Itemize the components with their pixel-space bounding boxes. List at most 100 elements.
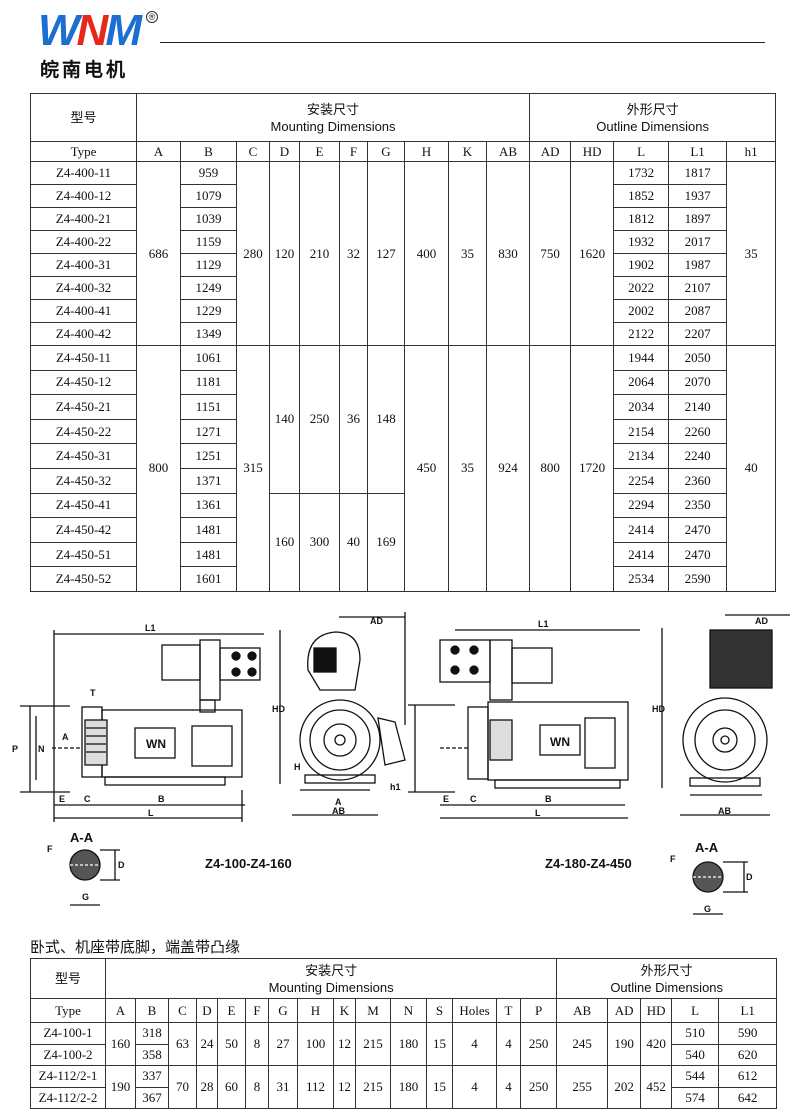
dim-label-f-large: F [670, 854, 676, 864]
cell-l: 540 [671, 1043, 720, 1066]
cell-l: 1902 [613, 253, 670, 277]
cell-type: Z4-400-11 [30, 161, 137, 185]
cell-l: 2294 [613, 492, 670, 519]
cell-d: 160 [269, 492, 300, 592]
cell-a: 190 [105, 1065, 136, 1109]
cell-c: 315 [236, 345, 270, 592]
cell-l1: 2470 [668, 541, 728, 568]
column-header-a: A [105, 998, 136, 1023]
dim-label-g-large: G [704, 904, 711, 914]
cell-h: 400 [404, 161, 449, 346]
cell-p: 250 [519, 1022, 558, 1066]
cell-l: 1732 [613, 161, 670, 185]
column-header-n: N [390, 998, 427, 1023]
cell-b: 959 [180, 161, 237, 185]
dim-label-h1: h1 [390, 782, 401, 792]
cell-type: Z4-450-41 [30, 492, 137, 519]
dim-label-hd-large: HD [652, 704, 665, 714]
dim-label-f: F [47, 844, 53, 854]
cell-l1: 2360 [668, 467, 728, 494]
cell-g: 169 [367, 492, 405, 592]
cell-n: 180 [390, 1065, 427, 1109]
cell-g: 31 [268, 1065, 298, 1109]
mounting-cn: 安装尺寸 [307, 101, 360, 117]
cell-k: 35 [448, 161, 487, 346]
cell-a: 160 [105, 1022, 136, 1066]
column-header-l: L [613, 141, 670, 162]
company-name: 皖南电机 [40, 59, 129, 81]
cell-hd: 1620 [570, 161, 615, 346]
header-type-cn: 型号 [30, 958, 106, 999]
cell-b: 1039 [180, 207, 237, 231]
cell-type: Z4-450-51 [30, 541, 137, 568]
cell-a: 686 [136, 161, 181, 346]
cell-hd: 1720 [570, 345, 615, 592]
column-header-type: Type [30, 141, 137, 162]
cell-f: 40 [339, 492, 368, 592]
cell-ad: 750 [529, 161, 572, 346]
header-rule [160, 42, 765, 43]
dim-label-g: G [82, 892, 89, 902]
cell-n: 180 [390, 1022, 427, 1066]
logo-wordmark: WNM [38, 6, 142, 55]
logo-letter-m: M [105, 6, 142, 55]
cell-l: 510 [671, 1022, 720, 1045]
dim-label-l-large: L [535, 808, 541, 818]
cell-ab: 924 [485, 345, 531, 592]
end-view-drawing-small [279, 612, 406, 816]
cell-s: 15 [426, 1065, 453, 1109]
cell-l: 544 [671, 1065, 720, 1088]
cell-type: Z4-112/2-2 [30, 1086, 106, 1109]
column-header-ad: AD [529, 141, 572, 162]
dim-label-b-large: B [545, 794, 552, 804]
cell-l: 2122 [613, 322, 670, 346]
cell-type: Z4-450-11 [30, 345, 137, 371]
dim-label-c-large: C [470, 794, 477, 804]
cell-l1: 1937 [668, 184, 728, 208]
column-header-m: M [355, 998, 391, 1023]
cell-l1: 612 [718, 1065, 778, 1088]
cell-l1: 2350 [668, 492, 728, 519]
cell-type: Z4-450-32 [30, 467, 137, 494]
cell-l1: 2590 [668, 566, 728, 592]
column-header-g: G [367, 141, 405, 162]
cell-h1: 40 [726, 345, 777, 592]
outline-en: Outline Dimensions [610, 979, 724, 995]
cell-l: 2414 [613, 541, 670, 568]
column-header-p: P [519, 998, 558, 1023]
cell-f: 8 [245, 1022, 269, 1066]
column-header-b: B [135, 998, 169, 1023]
side-view-drawing-small [20, 630, 264, 822]
cell-l: 2254 [613, 467, 670, 494]
cell-ad: 202 [607, 1065, 642, 1109]
cell-b: 1361 [180, 492, 237, 519]
cell-l1: 590 [718, 1022, 778, 1045]
cell-type: Z4-400-21 [30, 207, 137, 231]
column-header-f: F [245, 998, 269, 1023]
column-header-ad: AD [607, 998, 642, 1023]
column-header-holes: Holes [452, 998, 497, 1023]
column-header-h: H [297, 998, 334, 1023]
outline-en: Outline Dimensions [596, 118, 709, 134]
cell-d: 120 [269, 161, 300, 346]
column-header-l: L [671, 998, 720, 1023]
cell-l: 2034 [613, 394, 670, 420]
cell-l1: 620 [718, 1043, 778, 1066]
dim-label-a-end: A [335, 797, 342, 807]
logo-letter-n: N [76, 6, 109, 55]
column-header-g: G [268, 998, 298, 1023]
cell-type: Z4-400-42 [30, 322, 137, 346]
